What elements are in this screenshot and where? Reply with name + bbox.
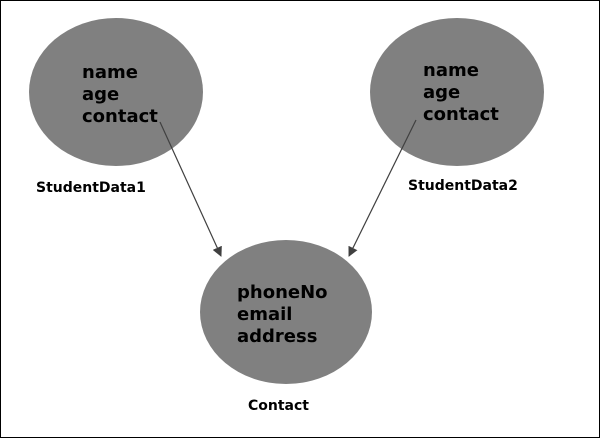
student-data-2-caption: StudentData2 xyxy=(408,178,518,194)
arrow-student2-to-contact xyxy=(348,119,417,257)
arrow-student1-to-contact xyxy=(159,121,222,257)
contact-caption: Contact xyxy=(248,398,309,414)
student-data-1-ellipse xyxy=(29,18,203,166)
student-data-2-node: name age contact xyxy=(370,18,544,166)
student-data-1-node: name age contact xyxy=(29,18,203,166)
contact-node: phoneNo email address xyxy=(200,240,372,384)
student-data-2-ellipse xyxy=(370,18,544,166)
student-data-2-field-contact: contact xyxy=(423,104,499,125)
student-data-1-field-name: name xyxy=(82,62,138,83)
contact-field-address: address xyxy=(237,326,317,347)
student-data-2-field-name: name xyxy=(423,60,479,81)
contact-field-email: email xyxy=(237,304,292,325)
student-data-1-caption: StudentData1 xyxy=(36,180,146,196)
contact-ellipse xyxy=(200,240,372,384)
student-data-2-field-age: age xyxy=(423,82,460,103)
contact-field-phoneno: phoneNo xyxy=(237,282,328,303)
student-data-1-field-contact: contact xyxy=(82,106,158,127)
student-data-1-field-age: age xyxy=(82,84,119,105)
